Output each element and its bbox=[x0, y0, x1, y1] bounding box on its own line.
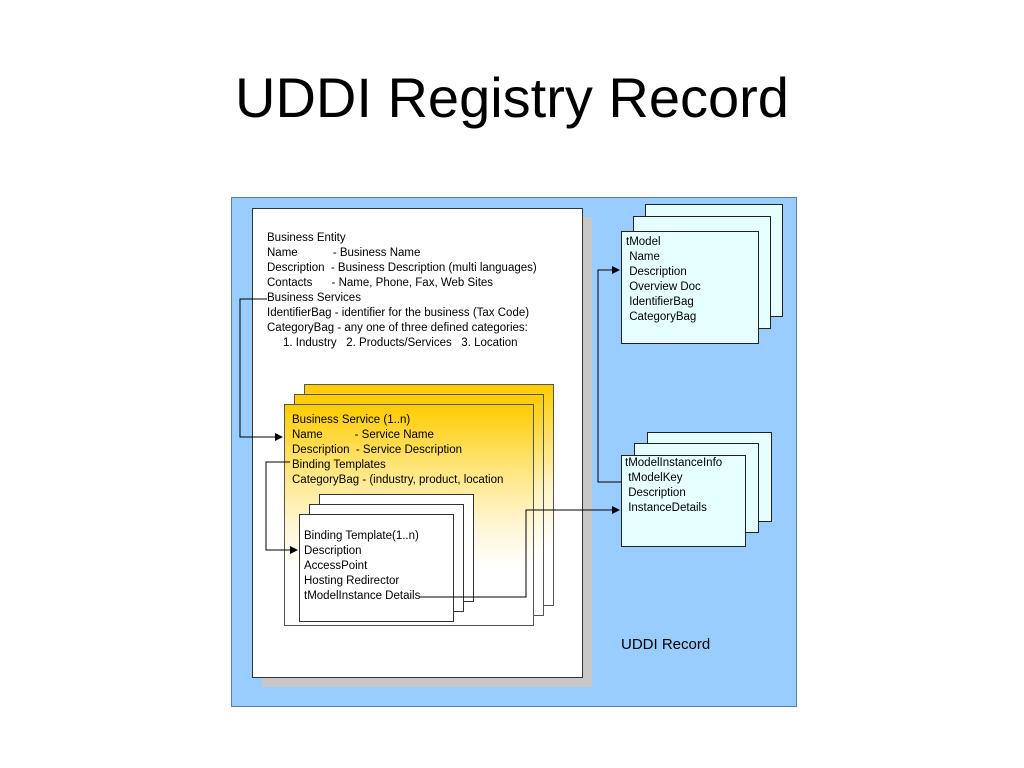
business-service-line-5: CategoryBag - (industry, product, locati… bbox=[292, 474, 504, 486]
business-entity-line-5: Business Services bbox=[267, 292, 361, 304]
connector-instance-info-to-tmodel bbox=[597, 266, 621, 483]
business-entity-line-7: CategoryBag - any one of three defined c… bbox=[267, 322, 528, 334]
business-service-line-2: Name - Service Name bbox=[292, 429, 434, 441]
binding-template-line-4: Hosting Redirector bbox=[304, 575, 400, 587]
binding-template-box bbox=[299, 514, 454, 622]
connector-instance-details-to-info bbox=[420, 506, 620, 598]
business-entity-line-3: Description - Business Description (mult… bbox=[267, 262, 537, 274]
business-service-line-1: Business Service (1..n) bbox=[292, 414, 411, 426]
business-entity-line-6: IdentifierBag - identifier for the busin… bbox=[267, 307, 530, 319]
business-entity-line-8: 1. Industry 2. Products/Services 3. Loca… bbox=[267, 337, 518, 349]
tmodel-box bbox=[621, 231, 759, 344]
tmodel-line-5: IdentifierBag bbox=[626, 296, 694, 308]
business-service-line-3: Description - Service Description bbox=[292, 444, 463, 456]
tmodel-line-1: tModel bbox=[626, 236, 661, 248]
binding-template-line-3: AccessPoint bbox=[304, 560, 368, 572]
tmodel-line-6: CategoryBag bbox=[626, 311, 697, 323]
tmodel-line-3: Description bbox=[626, 266, 687, 278]
tmodel-instance-info-line-3: Description bbox=[625, 487, 686, 499]
business-service-line-4: Binding Templates bbox=[292, 459, 386, 471]
connector-business-services-to-service bbox=[239, 298, 283, 441]
binding-template-line-5: tModelInstance Details bbox=[304, 590, 421, 602]
business-entity-line-2: Name - Business Name bbox=[267, 247, 421, 259]
tmodel-line-4: Overview Doc bbox=[626, 281, 701, 293]
binding-template-line-2: Description bbox=[304, 545, 362, 557]
uddi-record-label: UDDI Record bbox=[621, 636, 711, 653]
tmodel-instance-info-box bbox=[621, 455, 746, 547]
tmodel-instance-info-line-1: tModelInstanceInfo bbox=[625, 457, 723, 469]
tmodel-instance-info-line-4: InstanceDetails bbox=[625, 502, 707, 514]
tmodel-line-2: Name bbox=[626, 251, 660, 263]
tmodel-instance-info-line-2: tModelKey bbox=[625, 472, 683, 484]
connector-binding-templates-to-template bbox=[265, 461, 298, 554]
slide-title: UDDI Registry Record bbox=[235, 66, 789, 129]
business-entity-line-1: Business Entity bbox=[267, 232, 346, 244]
business-entity-line-4: Contacts - Name, Phone, Fax, Web Sites bbox=[267, 277, 494, 289]
binding-template-line-1: Binding Template(1..n) bbox=[304, 530, 419, 542]
